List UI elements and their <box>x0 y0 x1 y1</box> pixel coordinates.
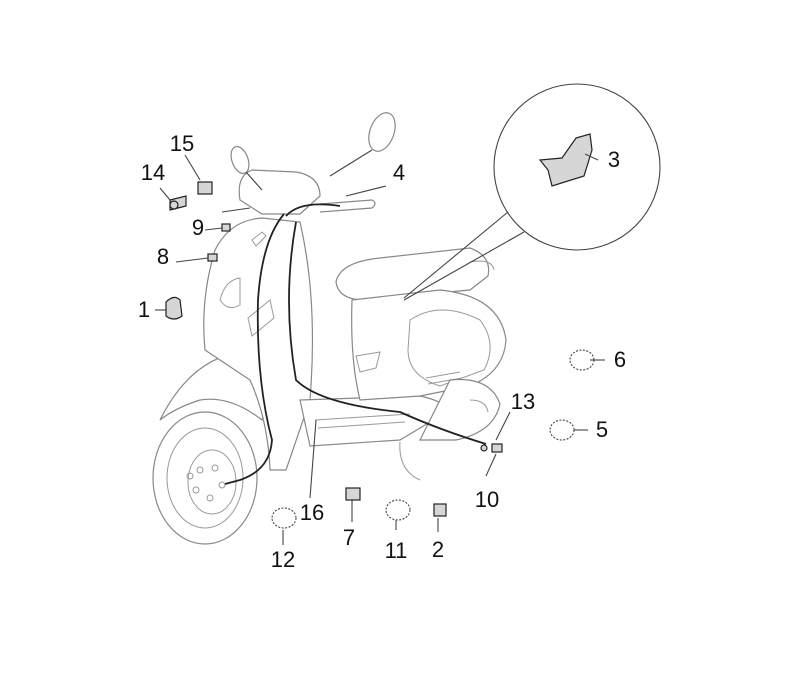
part-number-9: 9 <box>191 215 205 240</box>
part-number-4: 4 <box>392 160 406 185</box>
handlebar-cover <box>238 169 321 215</box>
front-wheel <box>152 411 258 545</box>
part-number-2: 2 <box>431 537 445 562</box>
part-number-8: 8 <box>156 244 170 269</box>
detail-magnifier <box>493 83 661 251</box>
part-number-15: 15 <box>169 131 195 156</box>
part-number-6: 6 <box>613 347 627 372</box>
part-number-1: 1 <box>137 297 151 322</box>
part-number-3: 3 <box>607 147 621 172</box>
part-number-16: 16 <box>299 500 325 525</box>
part-number-12: 12 <box>270 547 296 572</box>
seat <box>335 247 490 301</box>
part-number-5: 5 <box>595 417 609 442</box>
small-parts <box>165 181 595 529</box>
rear-body <box>351 289 507 401</box>
part-number-14: 14 <box>140 160 166 185</box>
part-number-11: 11 <box>384 538 408 563</box>
part-number-13: 13 <box>510 389 536 414</box>
front-brake-cable <box>224 213 285 485</box>
rear-brake-cable <box>288 221 487 445</box>
part-number-7: 7 <box>342 525 356 550</box>
leader-lines <box>155 153 605 545</box>
bracket-part <box>538 133 593 187</box>
part-number-10: 10 <box>474 487 500 512</box>
